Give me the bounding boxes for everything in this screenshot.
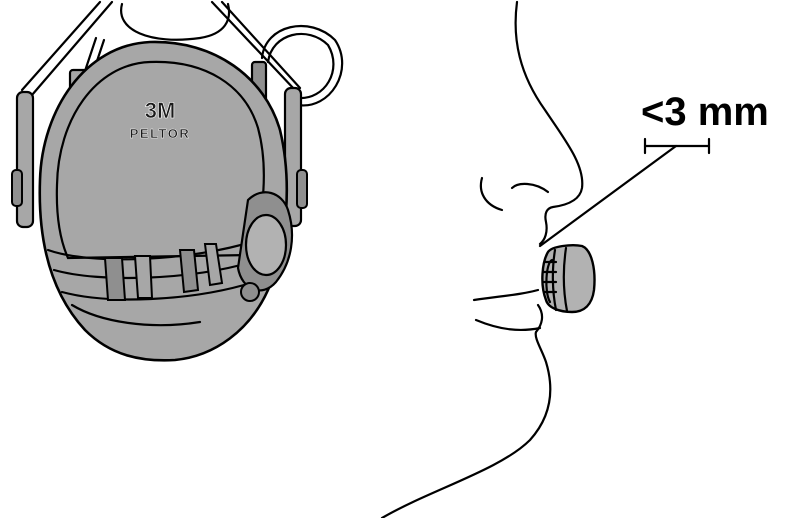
boom-microphone	[541, 244, 596, 314]
face-outline	[514, 0, 584, 246]
volume-knob	[240, 282, 260, 302]
headset: 3M PELTOR	[11, 0, 344, 362]
mic-pivot	[236, 191, 294, 292]
left-headband-arm	[11, 90, 35, 229]
mouth-line	[472, 288, 540, 302]
grip-ribs	[103, 243, 224, 301]
measurement-label: <3 mm	[641, 90, 769, 134]
headband-wires	[20, 0, 344, 107]
brand-logo: 3M	[145, 98, 176, 123]
model-logo: PELTOR	[130, 126, 191, 141]
face-profile	[380, 0, 584, 518]
right-headband-arm	[283, 86, 308, 228]
leader-line	[538, 144, 678, 248]
nostril	[510, 182, 550, 194]
measurement-indicator	[538, 137, 711, 248]
